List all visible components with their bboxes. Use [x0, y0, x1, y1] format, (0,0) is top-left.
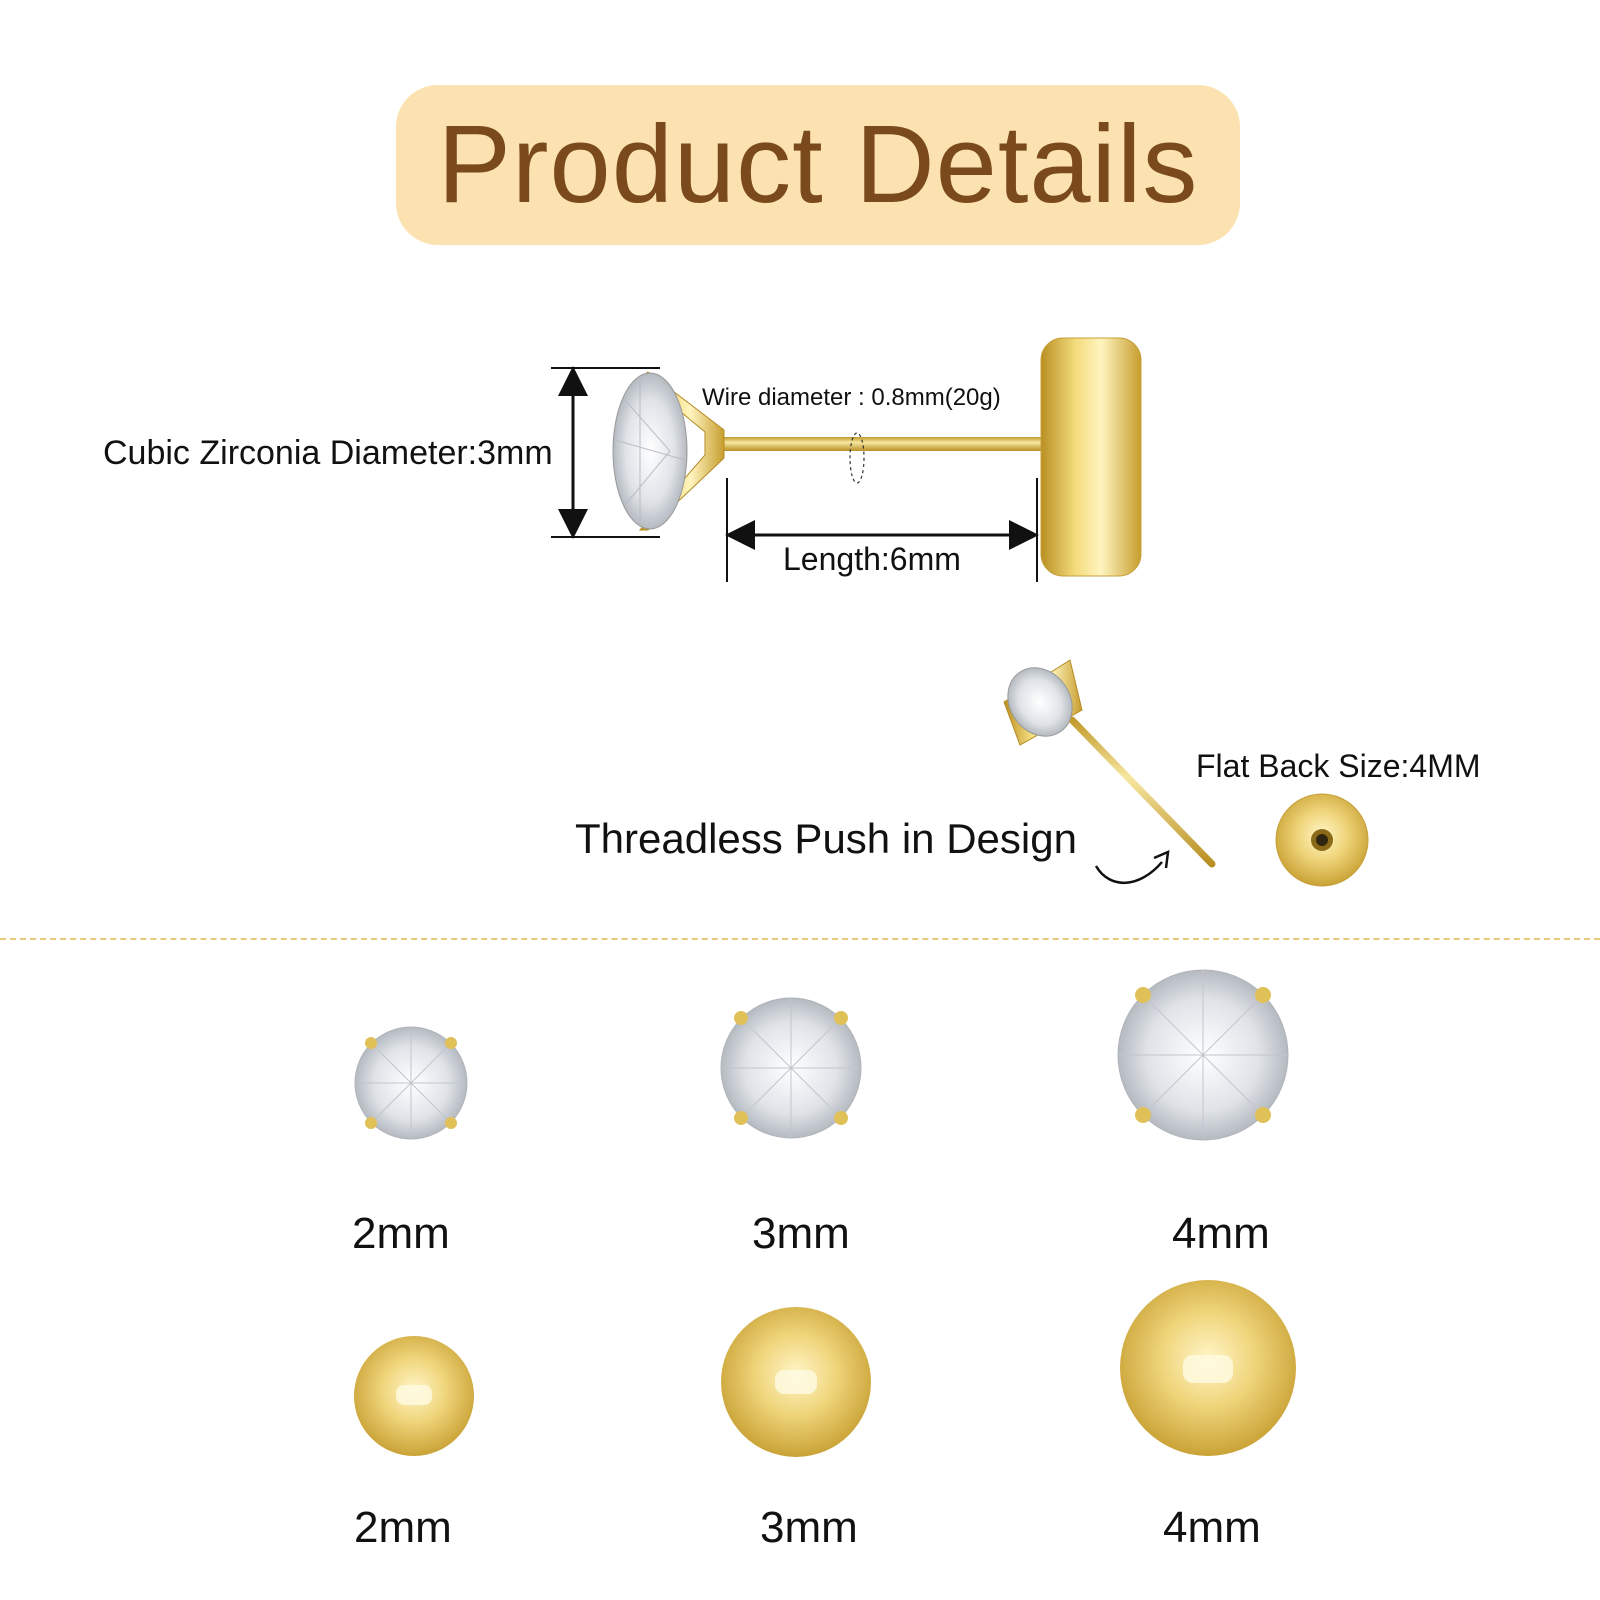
cz-size-label-3mm: 3mm: [752, 1209, 850, 1258]
ball-size-label-3mm: 3mm: [760, 1503, 858, 1552]
curved-arrow-icon: [1094, 861, 1163, 884]
ball-size-label-2mm: 2mm: [354, 1503, 452, 1552]
dimension-lines: [551, 366, 1039, 582]
cz-3mm-icon: [720, 997, 862, 1139]
cz-diameter-label: Cubic Zirconia Diameter:3mm: [103, 434, 553, 472]
title-banner: Product Details: [396, 85, 1240, 245]
earring-side-view: [612, 337, 1142, 577]
cz-gem-icon: [612, 372, 688, 530]
page-title: Product Details: [437, 103, 1199, 226]
flat-back-disc: [1040, 337, 1142, 577]
ball-2mm-icon: [354, 1336, 474, 1456]
flat-back-label: Flat Back Size:4MM: [1196, 748, 1481, 784]
earring-angled-view: [1003, 659, 1369, 887]
cz-gem-small-icon: [1007, 667, 1073, 737]
cz-size-label-4mm: 4mm: [1172, 1209, 1270, 1258]
length-label: Length:6mm: [783, 541, 961, 577]
design-label: Threadless Push in Design: [575, 815, 1077, 862]
cz-size-row: [354, 969, 1289, 1141]
dashed-divider: [0, 938, 1600, 940]
wire-marker-icon: [849, 432, 865, 484]
cz-size-label-2mm: 2mm: [352, 1209, 450, 1258]
ball-size-label-4mm: 4mm: [1163, 1503, 1261, 1552]
cz-4mm-icon: [1117, 969, 1289, 1141]
wire-diameter-label: Wire diameter : 0.8mm(20g): [702, 384, 1001, 411]
ball-size-row: [354, 1280, 1296, 1457]
ball-3mm-icon: [721, 1307, 871, 1457]
ball-4mm-icon: [1120, 1280, 1296, 1456]
cz-2mm-icon: [354, 1026, 468, 1140]
